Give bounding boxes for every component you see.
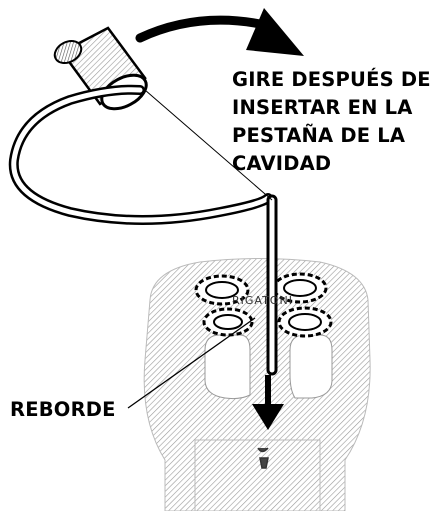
gear-icon bbox=[272, 272, 328, 304]
rim-label: REBORDE bbox=[10, 398, 116, 421]
instruction-line: PESTAÑA DE LA bbox=[232, 124, 406, 147]
instruction-line: GIRE DESPUÉS DE bbox=[232, 68, 431, 91]
pasta-die bbox=[143, 258, 371, 512]
cleaning-tool bbox=[8, 26, 278, 376]
tool-handle-end bbox=[53, 39, 83, 65]
curved-arrow-icon bbox=[135, 8, 304, 56]
down-arrow-icon bbox=[252, 375, 284, 430]
cavity-mark bbox=[257, 447, 269, 469]
brand-text: RIGATONI bbox=[232, 294, 293, 307]
wire-loop-inner bbox=[11, 87, 271, 223]
rim-leader-line bbox=[127, 317, 256, 409]
die-slot-right bbox=[289, 334, 333, 399]
gear-icon bbox=[202, 307, 254, 337]
instruction-line: CAVIDAD bbox=[232, 152, 332, 175]
instruction-line: INSERTAR EN LA bbox=[232, 96, 413, 119]
gear-icon bbox=[194, 274, 250, 306]
die-slot-left bbox=[204, 334, 251, 400]
gear-icon bbox=[277, 306, 333, 338]
die-lower-block bbox=[194, 439, 321, 512]
guide-line bbox=[144, 89, 273, 201]
instruction-label: GIRE DESPUÉS DE INSERTAR EN LA PESTAÑA D… bbox=[232, 66, 432, 178]
